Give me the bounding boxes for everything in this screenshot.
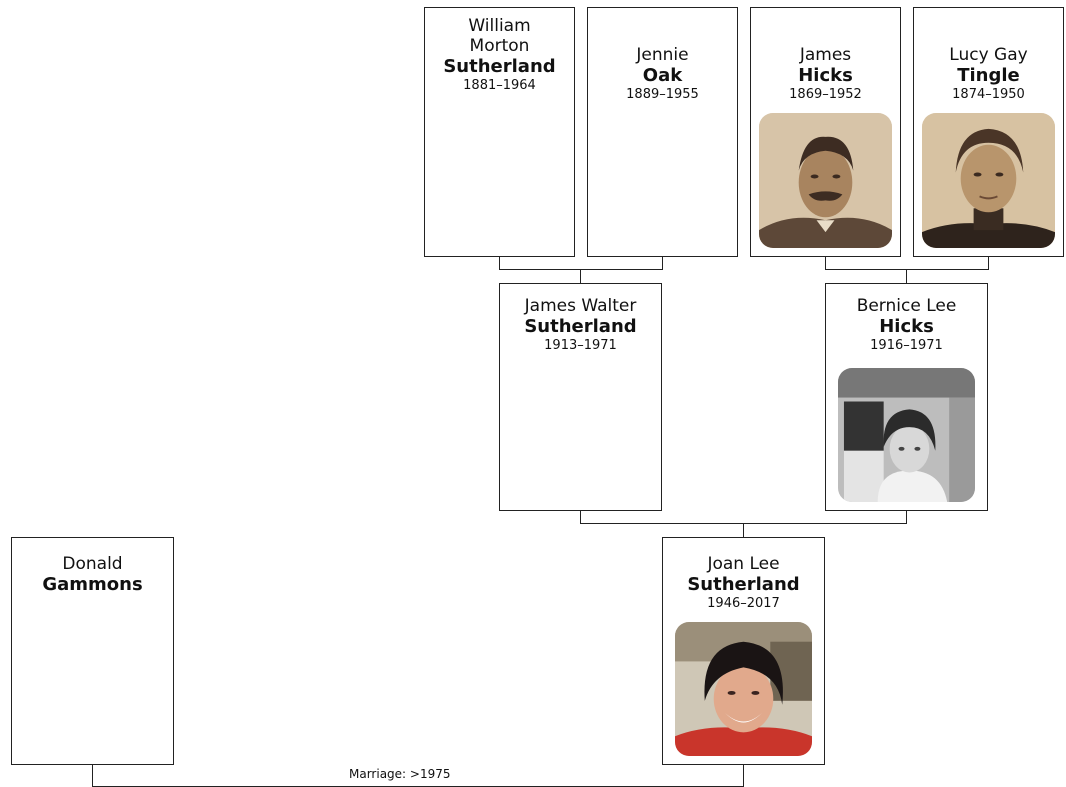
person-card-lucy-tingle[interactable]: Lucy Gay Tingle 1874–1950 <box>913 7 1064 257</box>
life-dates: 1946–2017 <box>707 596 780 611</box>
life-dates: 1913–1971 <box>544 338 617 353</box>
connector-sutherland-oak <box>499 257 663 283</box>
person-card-james-hicks[interactable]: James Hicks 1869–1952 <box>750 7 901 257</box>
surname: Hicks <box>798 65 853 86</box>
given-name: Lucy Gay <box>949 45 1028 65</box>
life-dates: 1889–1955 <box>626 87 699 102</box>
portrait-photo <box>922 113 1055 248</box>
given-name: James <box>799 45 852 65</box>
surname: Gammons <box>42 574 143 595</box>
connector-hicks-tingle <box>825 257 989 283</box>
person-card-william-sutherland[interactable]: William Morton Sutherland 1881–1964 <box>424 7 575 257</box>
connector-parents-joan <box>580 511 907 537</box>
given-name: Bernice Lee <box>856 296 957 316</box>
surname: Sutherland <box>687 574 800 595</box>
person-card-joan-sutherland[interactable]: Joan Lee Sutherland 1946–2017 <box>662 537 825 765</box>
person-card-jennie-oak[interactable]: Jennie Oak 1889–1955 <box>587 7 738 257</box>
surname: Hicks <box>879 316 934 337</box>
portrait-photo <box>675 622 812 756</box>
person-card-bernice-hicks[interactable]: Bernice Lee Hicks 1916–1971 <box>825 283 988 511</box>
portrait-photo <box>759 113 892 248</box>
given-name: Jennie <box>636 45 689 65</box>
surname: Sutherland <box>524 316 637 337</box>
surname: Tingle <box>957 65 1020 86</box>
life-dates: 1916–1971 <box>870 338 943 353</box>
portrait-photo <box>838 368 975 502</box>
person-card-james-walter-sutherland[interactable]: James Walter Sutherland 1913–1971 <box>499 283 662 511</box>
life-dates: 1869–1952 <box>789 87 862 102</box>
marriage-label: Marriage: >1975 <box>347 767 453 781</box>
given-name: James Walter <box>524 296 637 316</box>
life-dates: 1874–1950 <box>952 87 1025 102</box>
surname: Sutherland <box>443 56 556 77</box>
person-card-donald-gammons[interactable]: Donald Gammons <box>11 537 174 765</box>
life-dates: 1881–1964 <box>463 78 536 93</box>
given-name: William Morton <box>468 16 531 56</box>
surname: Oak <box>642 65 683 86</box>
given-name: Joan Lee <box>707 554 780 574</box>
given-name: Donald <box>62 554 123 574</box>
